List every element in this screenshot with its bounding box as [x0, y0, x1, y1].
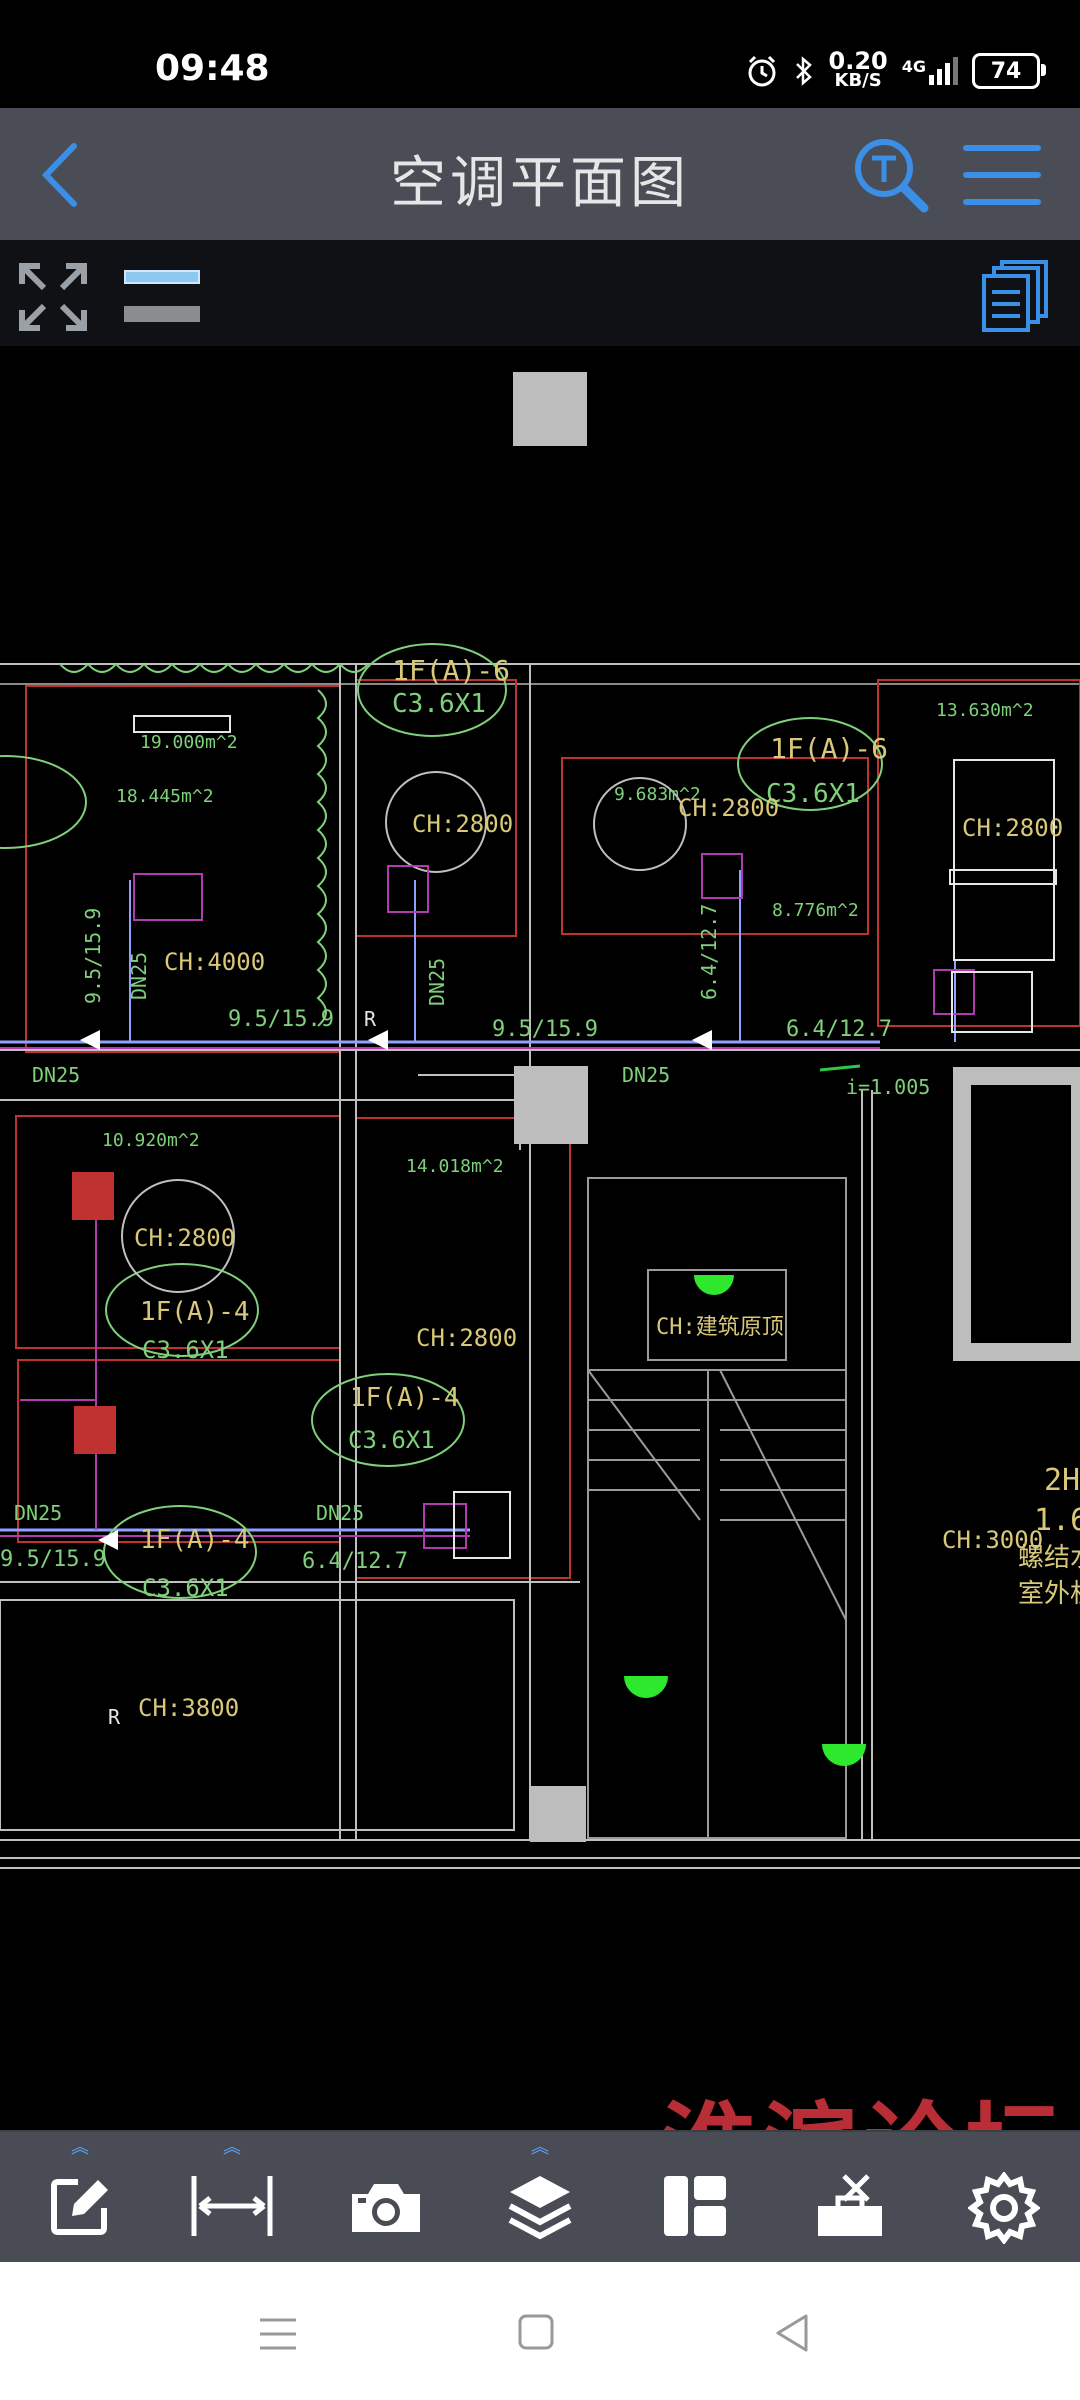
cad-label: 18.445m^2 — [116, 786, 214, 807]
cad-label: C3.6X1 — [766, 779, 860, 809]
cad-label: 13.630m^2 — [936, 700, 1034, 721]
cad-label: CH:2800 — [678, 794, 779, 822]
cad-label: R — [364, 1007, 377, 1031]
status-bar: 09:48 0.20 KB/S 4G 74 — [0, 0, 1080, 108]
cad-label: 6.4/12.7 — [302, 1549, 408, 1574]
status-icons: 0.20 KB/S 4G 74 — [745, 46, 1046, 96]
cad-label: 14.018m^2 — [406, 1156, 504, 1177]
cad-label: 6.4/12.7 — [697, 904, 721, 1000]
expand-caret-icon: ︽ — [223, 2137, 241, 2158]
app-header: 空调平面图 — [0, 108, 1080, 240]
cad-drawing[interactable]: 1F(A)-6 C3.6X1 1F(A)-6 C3.6X1 19.000m^2 … — [0, 346, 1080, 2130]
cad-label: CH:3800 — [138, 1694, 239, 1722]
cad-drawing-canvas[interactable]: 1F(A)-6 C3.6X1 1F(A)-6 C3.6X1 19.000m^2 … — [0, 346, 1080, 2130]
layout-tool-button[interactable] — [634, 2132, 754, 2264]
fit-screen-icon[interactable] — [16, 260, 90, 334]
layers-icon — [508, 2176, 572, 2240]
cad-label: CH:2800 — [412, 810, 513, 838]
documents-icon[interactable] — [980, 258, 1050, 334]
cad-label: 1F(A)-6 — [770, 732, 888, 765]
cad-label: C3.6X1 — [392, 689, 486, 719]
edit-tool-button[interactable]: ︽ — [20, 2132, 140, 2264]
column-block — [514, 1066, 588, 1144]
layer-toggle-icon[interactable] — [124, 266, 200, 328]
cad-label: 1F(A)-6 — [392, 654, 510, 687]
menu-icon[interactable] — [962, 142, 1042, 208]
column-block — [513, 372, 587, 446]
column-block — [530, 1786, 586, 1842]
cad-label: 1F(A)-4 — [140, 1525, 250, 1555]
ac-unit — [74, 1406, 116, 1454]
cad-label: 6.4/12.7 — [786, 1017, 892, 1042]
cad-label: 螺结水 — [1018, 1543, 1080, 1573]
expand-caret-icon: ︽ — [71, 2137, 89, 2158]
cad-label: 2H — [1044, 1463, 1080, 1498]
cad-label: DN25 — [14, 1501, 62, 1525]
battery-indicator: 74 — [972, 53, 1046, 89]
cad-label: 8.776m^2 — [772, 900, 859, 921]
cad-label: CH:建筑原顶 — [656, 1315, 784, 1340]
edit-icon — [51, 2179, 108, 2235]
cad-label: 9.5/15.9 — [492, 1017, 598, 1042]
cad-label: CH:2800 — [416, 1324, 517, 1352]
camera-tool-button[interactable] — [326, 2132, 446, 2264]
cad-label: 9.5/15.9 — [81, 908, 105, 1004]
ac-unit — [72, 1172, 114, 1220]
cad-label: 1F(A)-4 — [140, 1297, 250, 1327]
page-title: 空调平面图 — [390, 151, 690, 216]
system-nav-bar — [0, 2262, 1080, 2400]
measure-icon — [191, 2176, 273, 2236]
net-speed: 0.20 KB/S — [828, 47, 888, 91]
cad-label: C3.6X1 — [348, 1426, 435, 1454]
bottom-toolbar: ︽ ︽ ︽ — [0, 2130, 1080, 2264]
back-icon[interactable] — [36, 140, 86, 210]
alarm-icon — [748, 55, 776, 87]
cad-label: C3.6X1 — [142, 1574, 229, 1602]
expand-caret-icon: ︽ — [531, 2137, 549, 2158]
text-search-icon[interactable] — [852, 136, 932, 216]
back-nav-icon[interactable] — [772, 2312, 812, 2354]
cad-label: 19.000m^2 — [140, 732, 238, 753]
light-fixture — [822, 1744, 866, 1766]
cad-label: 1F(A)-4 — [350, 1383, 460, 1413]
toolbox-icon — [818, 2174, 882, 2236]
cad-label: 9.5/15.9 — [0, 1547, 106, 1572]
camera-icon — [352, 2184, 420, 2232]
recent-apps-icon[interactable] — [254, 2314, 302, 2354]
settings-tool-button[interactable] — [944, 2132, 1064, 2264]
settings-gear-icon — [968, 2172, 1040, 2244]
cad-label: R — [108, 1705, 121, 1729]
cad-label: 9.5/15.9 — [228, 1007, 334, 1032]
cad-label: CH:2800 — [962, 814, 1063, 842]
light-fixture — [624, 1676, 668, 1698]
bluetooth-icon — [795, 56, 812, 86]
cad-label: CH:4000 — [164, 948, 265, 976]
cad-label: DN25 — [622, 1063, 670, 1087]
cad-label: CH:2800 — [134, 1224, 235, 1252]
status-time: 09:48 — [155, 48, 270, 89]
signal-icon: 4G — [902, 57, 958, 85]
cad-label: DN25 — [316, 1501, 364, 1525]
toolbox-tool-button[interactable] — [790, 2132, 910, 2264]
light-fixture — [694, 1275, 734, 1295]
layers-tool-button[interactable]: ︽ — [480, 2132, 600, 2264]
view-toolbar — [0, 240, 1080, 346]
cad-label: 9.683m^2 — [614, 784, 701, 805]
cad-label: 室外机 — [1018, 1579, 1080, 1609]
cad-label: i=1.005 — [846, 1075, 930, 1099]
cad-label: DN25 — [127, 952, 151, 1000]
cad-label: DN25 — [425, 958, 449, 1006]
cad-label: C3.6X1 — [142, 1336, 229, 1364]
cad-label: 10.920m^2 — [102, 1130, 200, 1151]
layout-icon — [664, 2176, 726, 2236]
cad-label: CH:3000 — [942, 1526, 1043, 1554]
cad-label: DN25 — [32, 1063, 80, 1087]
measure-tool-button[interactable]: ︽ — [172, 2132, 292, 2264]
cad-label: 1.68 — [1034, 1503, 1080, 1538]
home-icon[interactable] — [516, 2312, 556, 2352]
